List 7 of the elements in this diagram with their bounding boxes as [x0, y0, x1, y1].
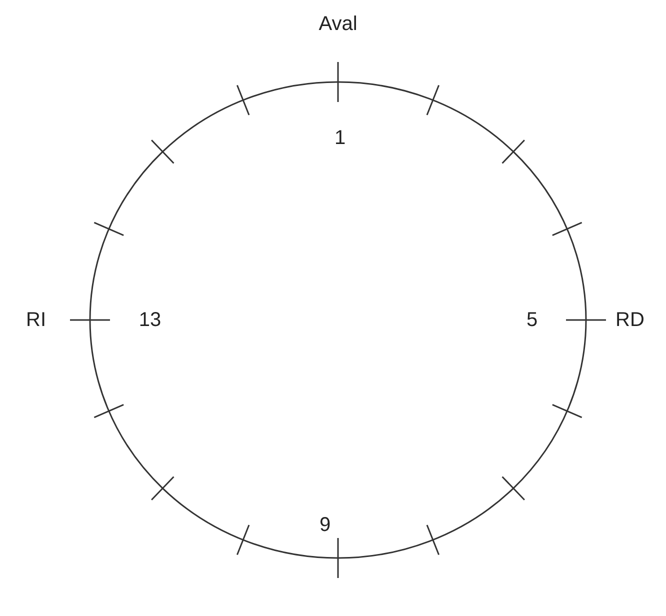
position-label: RI — [26, 310, 46, 330]
position-label: 13 — [138, 310, 162, 330]
position-label: 1 — [334, 128, 346, 148]
position-label: RD — [616, 310, 644, 330]
position-label: 9 — [319, 515, 331, 535]
position-label: Aval — [318, 14, 358, 34]
position-label: 5 — [526, 310, 538, 330]
